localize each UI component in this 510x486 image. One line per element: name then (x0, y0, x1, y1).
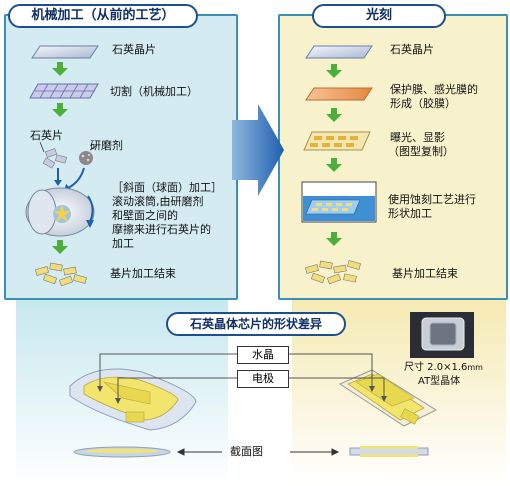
green-arrow-icon (326, 158, 342, 172)
label-leader-lines (99, 353, 385, 398)
diced-wafer-icon (29, 83, 99, 99)
left-panel-title: 机械加工（从前的工艺） (8, 4, 198, 28)
lens-cross-section-icon (73, 446, 171, 458)
flat-cross-section-icon (349, 446, 429, 457)
abrasive-label: 研磨剂 (90, 139, 123, 152)
size-value: 尺寸 2.0×1.6 (404, 362, 468, 373)
rolling-drum-icon (25, 187, 95, 237)
electrode-label: 电极 (237, 370, 289, 388)
step-label: 石英晶片 (390, 43, 434, 56)
step-label: 基片加工结束 (110, 267, 176, 280)
step-label: 和壁面之间的 (112, 209, 178, 222)
coated-wafer-icon (305, 87, 373, 101)
green-arrow-icon (52, 103, 68, 117)
step-label: 使用蚀刻工艺进行 (388, 193, 476, 206)
step-label: 曝光、显影 (390, 131, 445, 144)
quartz-chips-icon (42, 148, 67, 169)
step-label: 切割（机械加工） (110, 85, 198, 98)
step-label: 滚动滚筒,由研磨剂 (112, 195, 204, 208)
size-unit: mm (467, 363, 483, 372)
wafer-icon (31, 45, 99, 59)
etching-tank-icon (301, 181, 377, 223)
green-arrow-icon (326, 232, 342, 246)
comparison-title: 石英晶体芯片的形状差异 (166, 312, 346, 336)
process-arrow-icon (232, 104, 284, 196)
step-label: 摩擦来进行石英片的 (112, 223, 211, 236)
abrasive-icon (79, 151, 93, 165)
step-label: 石英片 (30, 129, 63, 142)
green-arrow-icon (326, 64, 342, 78)
crystal-label: 水晶 (237, 346, 289, 364)
left-panel (4, 14, 238, 300)
step-label: 形状加工 (388, 207, 432, 220)
green-arrow-icon (52, 62, 68, 76)
size-label: 尺寸 2.0×1.6mm (404, 360, 483, 375)
cross-section-label: 截面图 (230, 445, 263, 458)
step-label: （图型复制） (388, 145, 454, 158)
crystal-photo-icon (410, 312, 474, 358)
finished-substrates-icon (35, 262, 87, 287)
cross-section-arrows (176, 448, 340, 456)
finished-substrates-icon (305, 260, 361, 285)
crystal-type-label: AT型晶体 (418, 376, 461, 387)
green-arrow-icon (52, 240, 68, 254)
wafer-icon (305, 45, 373, 59)
step-label: ［斜面（球面）加工］ (112, 181, 222, 194)
beveled-crystal-icon (69, 368, 197, 431)
green-arrow-icon (326, 108, 342, 122)
step-label: 形成（胶膜） (390, 97, 456, 110)
right-panel-title: 光刻 (312, 4, 446, 28)
step-label: 保护膜、感光膜的 (390, 83, 478, 96)
step-label: 石英晶片 (112, 43, 156, 56)
step-label: 基片加工结束 (392, 267, 458, 280)
step-label: 加工 (112, 237, 134, 250)
patterned-wafer-icon (303, 131, 371, 151)
